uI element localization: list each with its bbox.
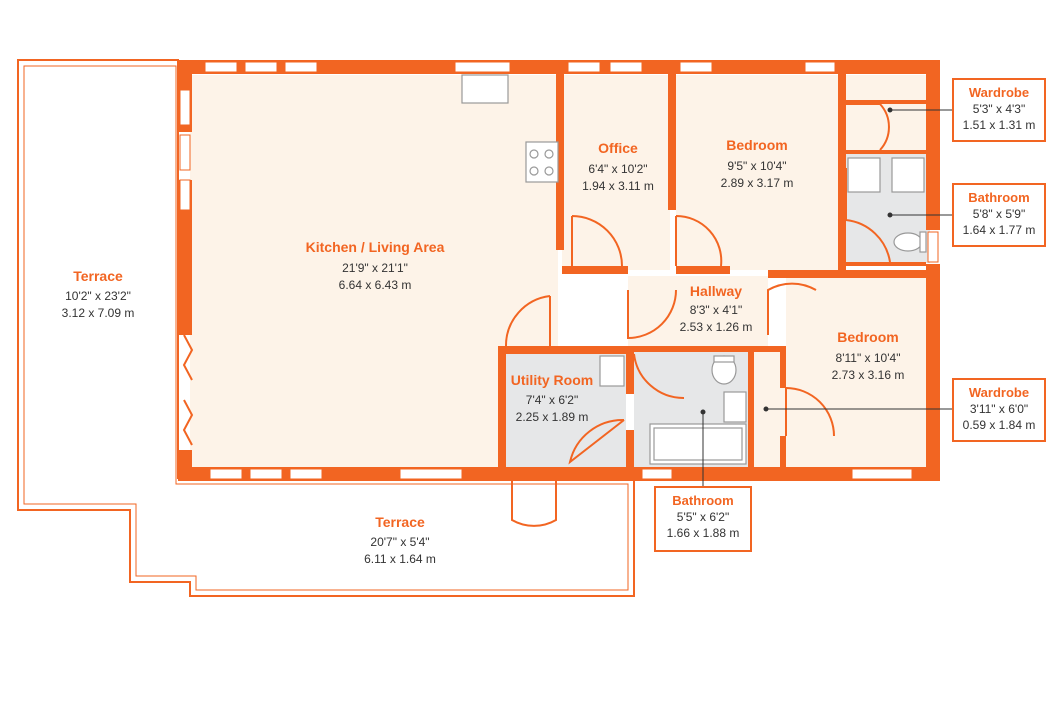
shower-tray-1 bbox=[847, 157, 881, 193]
terrace-outline bbox=[17, 59, 635, 597]
terrace-bottom-metric: 6.11 x 1.64 m bbox=[364, 552, 436, 566]
hallway-floor bbox=[628, 276, 768, 346]
callout-wardrobe1-imperial: 5'3" x 4'3" bbox=[972, 102, 1026, 116]
toilet-1 bbox=[893, 232, 923, 252]
callout-bathroom1-imperial: 5'8" x 5'9" bbox=[972, 207, 1026, 221]
bedroom2-imperial: 8'11" x 10'4" bbox=[836, 351, 901, 365]
kitchen-floor bbox=[190, 75, 558, 467]
utility-imperial: 7'4" x 6'2" bbox=[526, 393, 578, 407]
office-metric: 1.94 x 3.11 m bbox=[582, 179, 654, 193]
callout-bathroom2-imperial: 5'5" x 6'2" bbox=[676, 510, 730, 524]
terrace-inner-outline bbox=[23, 65, 629, 591]
basin-1 bbox=[891, 157, 925, 193]
callout-bathroom1: Bathroom 5'8" x 5'9" 1.64 x 1.77 m bbox=[952, 183, 1046, 247]
callout-wardrobe2: Wardrobe 3'11" x 6'0" 0.59 x 1.84 m bbox=[952, 378, 1046, 442]
callout-leaders bbox=[700, 107, 952, 486]
bedroom2-metric: 2.73 x 3.16 m bbox=[832, 368, 905, 382]
callout-wardrobe1: Wardrobe 5'3" x 4'3" 1.51 x 1.31 m bbox=[952, 78, 1046, 142]
utility-metric: 2.25 x 1.89 m bbox=[516, 410, 589, 424]
callout-wardrobe1-metric: 1.51 x 1.31 m bbox=[962, 118, 1036, 132]
terrace-left-imperial: 10'2" x 23'2" bbox=[65, 289, 131, 303]
kitchen-imperial: 21'9" x 21'1" bbox=[342, 261, 408, 275]
callout-wardrobe1-name: Wardrobe bbox=[968, 85, 1030, 100]
office-name: Office bbox=[598, 140, 638, 156]
bedroom1-metric: 2.89 x 3.17 m bbox=[721, 176, 794, 190]
callout-bathroom1-name: Bathroom bbox=[968, 190, 1030, 205]
callout-bathroom2: Bathroom 5'5" x 6'2" 1.66 x 1.88 m bbox=[654, 486, 752, 552]
basin-2 bbox=[723, 391, 747, 423]
utility-basin bbox=[599, 355, 625, 387]
walls bbox=[178, 60, 940, 481]
bedroom2-name: Bedroom bbox=[837, 329, 898, 345]
callout-wardrobe2-metric: 0.59 x 1.84 m bbox=[962, 418, 1036, 432]
utility-name: Utility Room bbox=[511, 372, 593, 388]
kitchen-sink bbox=[461, 74, 509, 104]
bedroom2-floor bbox=[786, 276, 930, 467]
fixtures bbox=[461, 74, 927, 465]
kitchen-name: Kitchen / Living Area bbox=[306, 239, 445, 255]
bedroom1-imperial: 9'5" x 10'4" bbox=[727, 159, 786, 173]
terrace-left-name: Terrace bbox=[73, 268, 123, 284]
hallway-imperial: 8'3" x 4'1" bbox=[690, 303, 742, 317]
terrace-left-metric: 3.12 x 7.09 m bbox=[62, 306, 135, 320]
callout-bathroom1-metric: 1.64 x 1.77 m bbox=[962, 223, 1036, 237]
hob bbox=[525, 141, 559, 183]
callout-wardrobe2-imperial: 3'11" x 6'0" bbox=[969, 402, 1029, 416]
room-labels: Kitchen / Living Area 21'9" x 21'1" 6.64… bbox=[62, 137, 905, 566]
hallway-metric: 2.53 x 1.26 m bbox=[680, 320, 753, 334]
terrace-bottom-name: Terrace bbox=[375, 514, 425, 530]
bedroom1-floor bbox=[676, 75, 844, 270]
hallway-name: Hallway bbox=[690, 283, 742, 299]
windows bbox=[179, 61, 939, 480]
office-floor bbox=[562, 75, 670, 270]
callout-wardrobe2-name: Wardrobe bbox=[968, 385, 1030, 400]
door-swings bbox=[504, 103, 891, 527]
bedroom1-name: Bedroom bbox=[726, 137, 787, 153]
terrace-bottom-imperial: 20'7" x 5'4" bbox=[370, 535, 429, 549]
bathtub bbox=[649, 423, 747, 465]
callout-bathroom2-metric: 1.66 x 1.88 m bbox=[666, 526, 740, 540]
kitchen-metric: 6.64 x 6.43 m bbox=[339, 278, 412, 292]
callout-bathroom2-name: Bathroom bbox=[672, 493, 734, 508]
folding-doors bbox=[182, 334, 194, 446]
office-imperial: 6'4" x 10'2" bbox=[588, 162, 647, 176]
